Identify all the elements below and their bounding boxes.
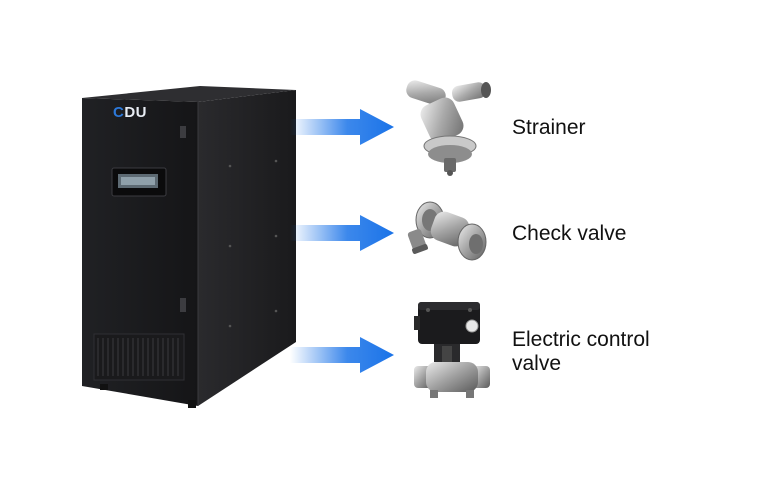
arrow-right-icon bbox=[290, 215, 394, 251]
check-valve-label: Check valve bbox=[512, 222, 627, 245]
cdu-logo: CDU bbox=[113, 104, 148, 121]
electric-control-valve-label: Electric control valve bbox=[512, 328, 650, 376]
electric-control-valve-label-line2: valve bbox=[512, 352, 562, 375]
arrow-right-icon bbox=[290, 109, 394, 145]
check-valve-icon bbox=[407, 201, 487, 261]
cdu-cabinet bbox=[80, 86, 300, 410]
electric-control-valve-label-line1: Electric control bbox=[512, 328, 650, 351]
arrow-right-icon bbox=[290, 337, 394, 373]
electric-control-valve-icon bbox=[414, 302, 490, 398]
strainer-icon bbox=[406, 80, 491, 176]
strainer-label: Strainer bbox=[512, 116, 586, 139]
